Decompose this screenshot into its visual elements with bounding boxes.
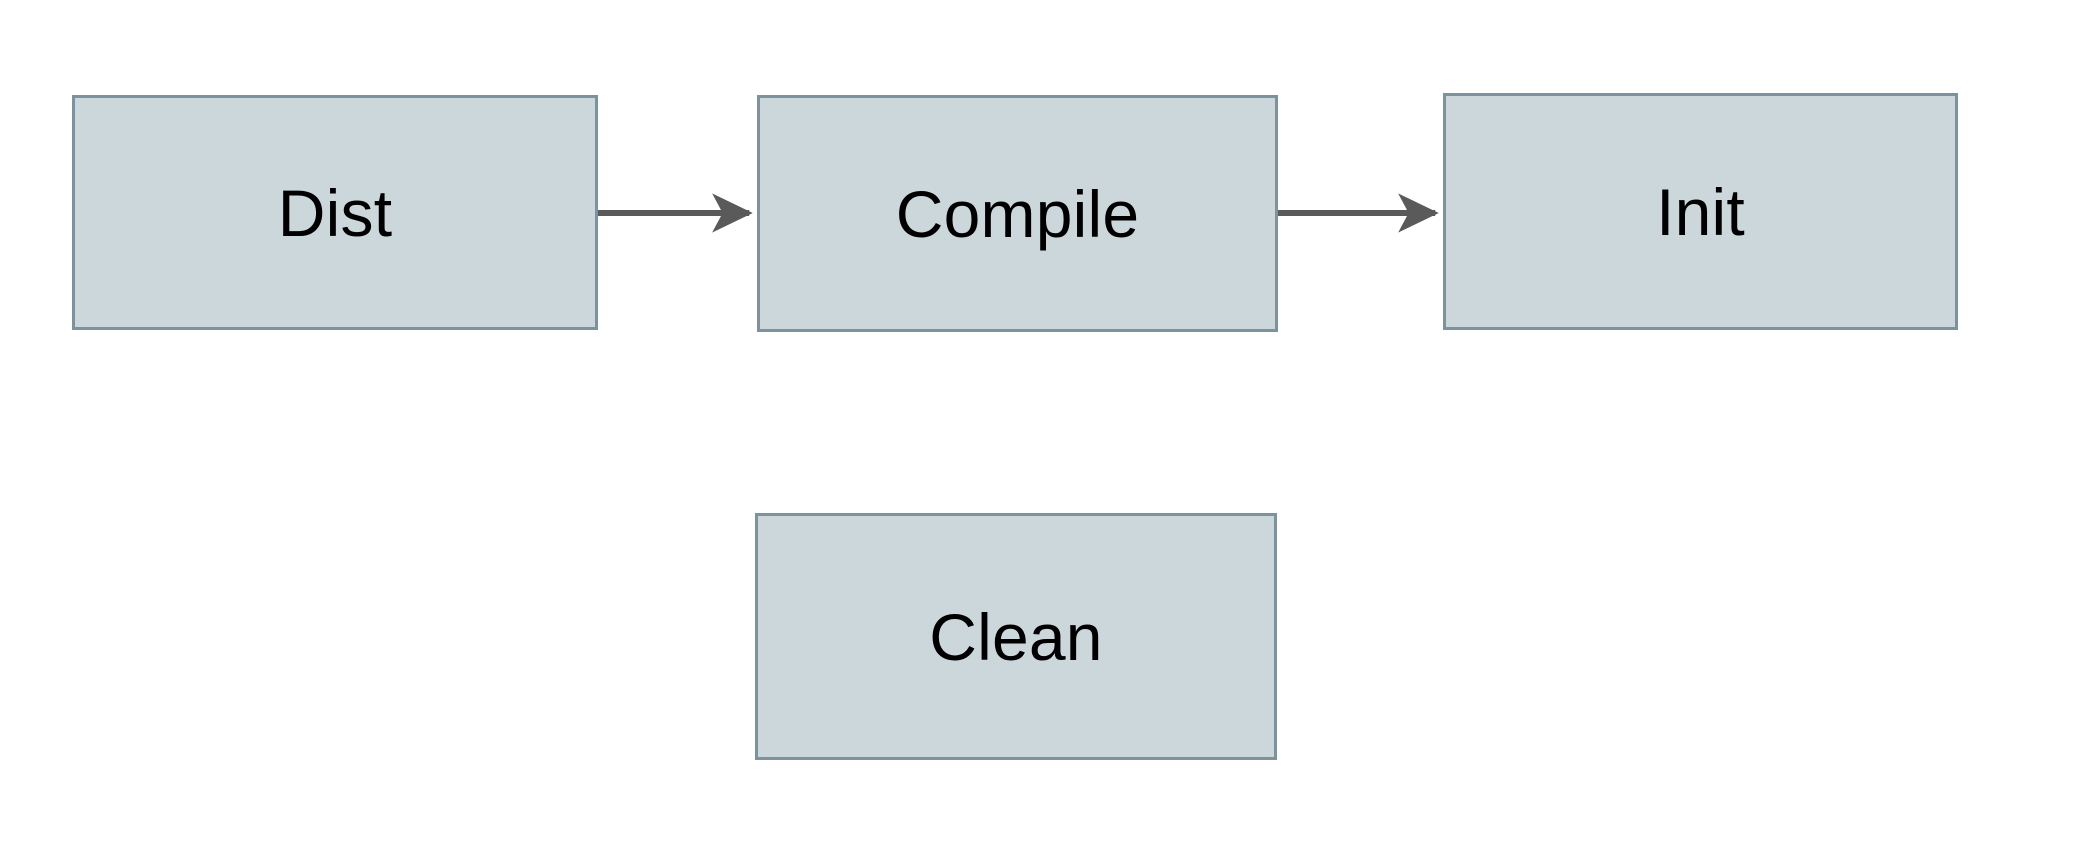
node-init[interactable]: Init bbox=[1443, 93, 1958, 330]
node-dist-label: Dist bbox=[277, 175, 393, 250]
node-clean-label: Clean bbox=[929, 599, 1103, 674]
node-clean[interactable]: Clean bbox=[755, 513, 1277, 760]
node-compile[interactable]: Compile bbox=[757, 95, 1278, 332]
node-dist[interactable]: Dist bbox=[72, 95, 598, 330]
node-compile-label: Compile bbox=[895, 176, 1140, 251]
node-init-label: Init bbox=[1656, 174, 1745, 249]
